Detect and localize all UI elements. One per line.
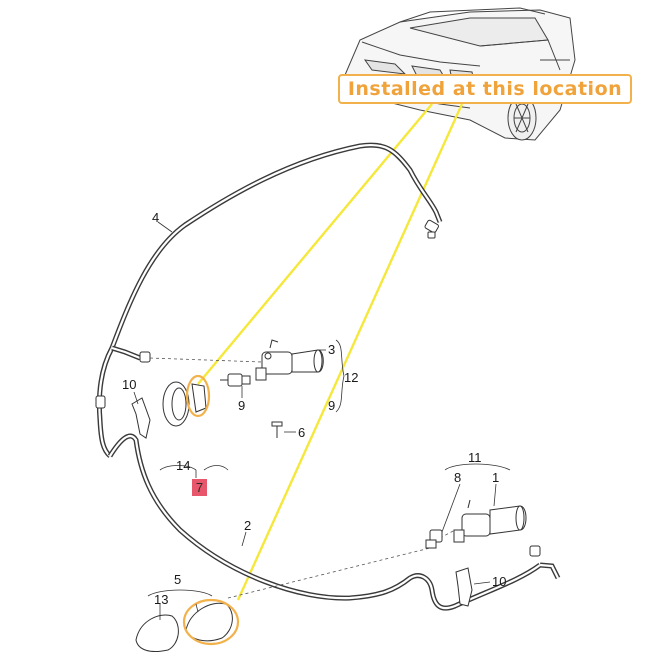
label-10-upper: 10 bbox=[122, 377, 136, 392]
label-10-lower: 10 bbox=[492, 574, 506, 589]
label-7-badge: 7 bbox=[192, 479, 207, 496]
hose-2 bbox=[107, 433, 561, 611]
bracket-10-lower bbox=[455, 567, 473, 607]
hose-connectors bbox=[95, 219, 439, 409]
cover-5 bbox=[185, 602, 233, 642]
connector-8 bbox=[425, 529, 443, 549]
hose-end-connector bbox=[529, 545, 541, 557]
label-3: 3 bbox=[328, 342, 335, 357]
washer-jet-1 bbox=[453, 499, 527, 543]
label-12: 12 bbox=[344, 370, 358, 385]
cover-13 bbox=[135, 614, 179, 653]
label-9-upper: 9 bbox=[238, 398, 245, 413]
washer-jet-3 bbox=[255, 339, 324, 381]
installed-location-callout: Installed at this location bbox=[338, 74, 632, 104]
label-13: 13 bbox=[154, 592, 168, 607]
callout-text: Installed at this location bbox=[347, 78, 623, 100]
label-8: 8 bbox=[454, 470, 461, 485]
label-1: 1 bbox=[492, 470, 499, 485]
label-5: 5 bbox=[174, 572, 181, 587]
bracket-10-upper bbox=[131, 397, 151, 439]
label-leaders bbox=[133, 221, 511, 620]
label-14: 14 bbox=[176, 458, 190, 473]
highlight-ring-holder-7 bbox=[185, 374, 211, 418]
hose-4 bbox=[96, 142, 443, 458]
connector-9-upper bbox=[220, 373, 251, 387]
label-4: 4 bbox=[152, 210, 159, 225]
cover-14 bbox=[162, 381, 190, 427]
label-2: 2 bbox=[244, 518, 251, 533]
label-9-right: 9 bbox=[328, 398, 335, 413]
label-11: 11 bbox=[468, 450, 482, 465]
highlight-ring-cover-5 bbox=[182, 598, 240, 646]
holder-7 bbox=[191, 383, 207, 413]
screw-6 bbox=[271, 421, 283, 438]
label-6: 6 bbox=[298, 425, 305, 440]
